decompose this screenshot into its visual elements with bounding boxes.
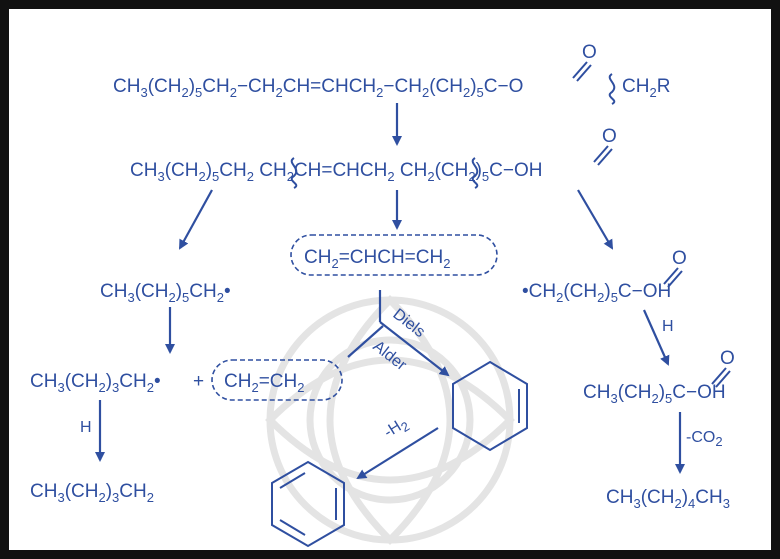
carbonyl-o-2: O — [602, 126, 617, 147]
arrow-dehydrogenation — [356, 427, 439, 480]
watermark-pattern — [265, 295, 515, 545]
h-label-left: H — [80, 419, 92, 436]
carbonyl-o-1: O — [582, 42, 597, 63]
benzene-ring — [271, 460, 345, 548]
pentane-formula: CH3(CH2)3CH2 — [30, 481, 154, 505]
h-label-right: H — [662, 318, 674, 335]
butadiene-box — [290, 234, 498, 276]
minus-h2-label: -H2 — [381, 414, 412, 444]
parent-ester-tail: CH2R — [622, 76, 670, 100]
carbonyl-bond-4 — [711, 367, 731, 388]
cleavage-mark-3 — [471, 157, 479, 189]
heptanoic-acid-formula: CH3(CH2)5C−OH — [583, 382, 726, 406]
hexane-formula: CH3(CH2)4CH3 — [606, 487, 730, 511]
arrow-to-acid-radical — [577, 189, 614, 250]
arrow-to-heptyl — [179, 189, 213, 250]
fatty-acid-formula: CH3(CH2)5CH2 CH2CH=CHCH2 CH2(CH2)5C−OH — [130, 160, 542, 184]
parent-ester-formula: CH3(CH2)5CH2−CH2CH=CHCH2−CH2(CH2)5C−O — [113, 76, 523, 100]
arrow-diels-alder-from-butadiene — [379, 321, 450, 377]
cleavage-mark-2 — [290, 157, 298, 189]
cyclohexene-ring — [452, 360, 528, 452]
cleavage-mark-1 — [608, 73, 616, 105]
plus-sign: + — [193, 371, 204, 392]
carbonyl-bond-1 — [572, 61, 592, 82]
ethylene-box — [211, 359, 343, 401]
carbonyl-bond-2 — [593, 145, 613, 166]
arrow-to-heptanoic — [642, 309, 670, 366]
pentyl-radical-formula: CH3(CH2)3CH2• — [30, 371, 161, 395]
ethylene-formula: CH2=CH2 — [224, 371, 304, 395]
carbonyl-bond-3 — [663, 267, 683, 288]
carbonyl-o-3: O — [672, 248, 687, 269]
carbonyl-o-4: O — [720, 348, 735, 369]
heptyl-radical-formula: CH3(CH2)5CH2• — [100, 281, 231, 305]
butadiene-formula: CH2=CHCH=CH2 — [304, 247, 450, 271]
acid-radical-formula: •CH2(CH2)5C−OH — [522, 281, 671, 305]
arrow-diels-alder-from-ethylene — [347, 325, 384, 358]
minus-co2-label: -CO2 — [686, 429, 723, 449]
